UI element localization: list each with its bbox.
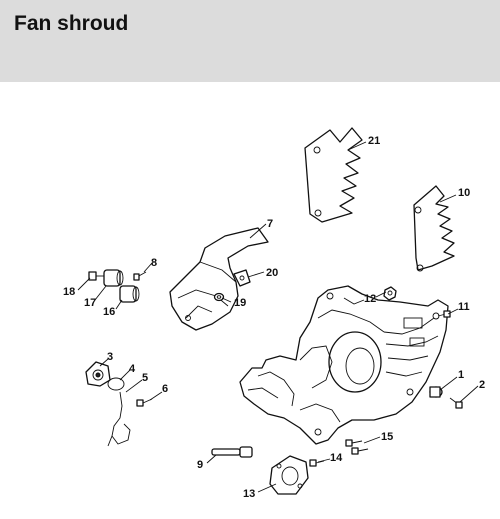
callout-19: 19 <box>234 297 246 309</box>
callout-4: 4 <box>129 363 136 375</box>
part-2-screw <box>449 397 463 409</box>
part-12-nut <box>383 286 397 301</box>
callout-21: 21 <box>368 135 380 147</box>
part-9-pin <box>211 446 253 458</box>
part-5-tether <box>107 391 131 447</box>
callout-7: 7 <box>267 218 273 230</box>
callout-12: 12 <box>364 293 376 305</box>
callout-2: 2 <box>479 379 485 391</box>
callout-18: 18 <box>63 286 75 298</box>
callout-20: 20 <box>266 267 278 279</box>
part-20-clip <box>233 269 251 287</box>
callout-9: 9 <box>197 459 203 471</box>
callout-1: 1 <box>458 369 464 381</box>
callout-10: 10 <box>458 187 470 199</box>
page-header: Fan shroud <box>0 0 500 82</box>
page-title: Fan shroud <box>14 12 129 35</box>
exploded-parts-diagram: 21 10 7 8 20 18 17 16 19 12 11 3 4 5 6 1… <box>63 127 485 500</box>
part-14-screw <box>309 459 325 467</box>
callout-11: 11 <box>458 301 470 313</box>
part-7-shroud-cover <box>169 227 269 331</box>
part-21-bumper-spike <box>304 127 363 223</box>
part-13-flange <box>269 455 309 495</box>
leader-lines <box>77 141 479 493</box>
part-10-bumper-spike <box>413 185 455 272</box>
callout-6: 6 <box>162 383 168 395</box>
callout-5: 5 <box>142 372 148 384</box>
callout-16: 16 <box>103 306 115 318</box>
callout-8: 8 <box>151 257 157 269</box>
part-19-grommet <box>213 292 225 302</box>
callout-3: 3 <box>107 351 113 363</box>
part-8-screw <box>133 271 147 281</box>
part-3-cap <box>85 361 111 387</box>
part-11-screw <box>437 310 451 318</box>
callout-17: 17 <box>84 297 96 309</box>
part-16-buffer <box>119 285 140 303</box>
part-6-screw <box>136 398 153 407</box>
callout-14: 14 <box>330 452 343 464</box>
callout-15: 15 <box>381 431 393 443</box>
part-1-bushing <box>429 386 443 398</box>
part-15-screws <box>345 439 369 455</box>
callout-13: 13 <box>243 488 255 500</box>
part-4-o-ring <box>107 377 125 391</box>
crankcase-housing <box>239 285 449 445</box>
part-17-buffer <box>103 269 124 287</box>
